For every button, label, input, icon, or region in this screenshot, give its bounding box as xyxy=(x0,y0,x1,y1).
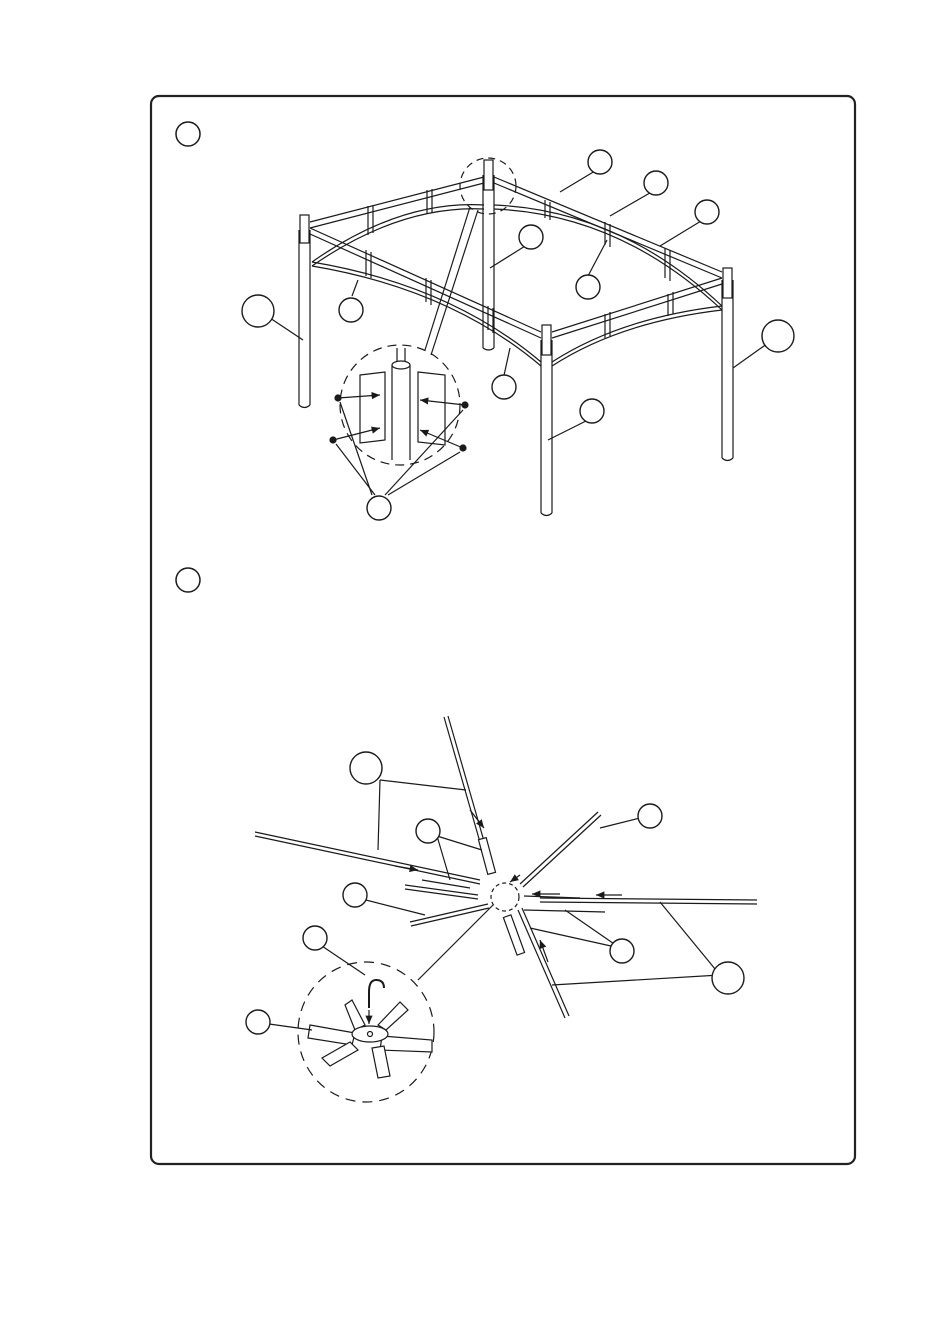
callout xyxy=(367,496,391,520)
callout xyxy=(519,225,543,249)
callout xyxy=(588,150,612,174)
step-2-callouts xyxy=(246,752,744,1034)
callout xyxy=(610,939,634,963)
step-1-callouts xyxy=(242,150,794,520)
callout xyxy=(242,295,274,327)
callout xyxy=(638,804,662,828)
callout xyxy=(644,171,668,195)
step-1-number-badge xyxy=(176,122,200,146)
callout xyxy=(343,883,367,907)
top-beams xyxy=(310,177,722,366)
callout xyxy=(762,320,794,352)
callout xyxy=(303,926,327,950)
callout xyxy=(339,298,363,322)
step-2-figure xyxy=(176,568,757,1102)
step-1-figure xyxy=(176,122,794,520)
callout xyxy=(695,200,719,224)
callout xyxy=(350,752,382,784)
post-left xyxy=(299,230,310,408)
detail-view-hub xyxy=(298,905,493,1102)
page-frame xyxy=(151,96,855,1164)
post-right xyxy=(722,280,733,461)
callout xyxy=(712,962,744,994)
callout xyxy=(580,399,604,423)
post-cap-left xyxy=(300,215,309,243)
gazebo-posts xyxy=(299,160,733,516)
callout xyxy=(492,375,516,399)
callout xyxy=(416,819,440,843)
step-2-number-badge xyxy=(176,568,200,592)
roof-rafters xyxy=(255,716,757,1018)
post-cap-right xyxy=(723,268,732,298)
callout xyxy=(576,275,600,299)
post-cap-back xyxy=(484,160,493,190)
post-cap-front xyxy=(542,325,551,355)
callout xyxy=(246,1010,270,1034)
post-front xyxy=(541,340,552,516)
